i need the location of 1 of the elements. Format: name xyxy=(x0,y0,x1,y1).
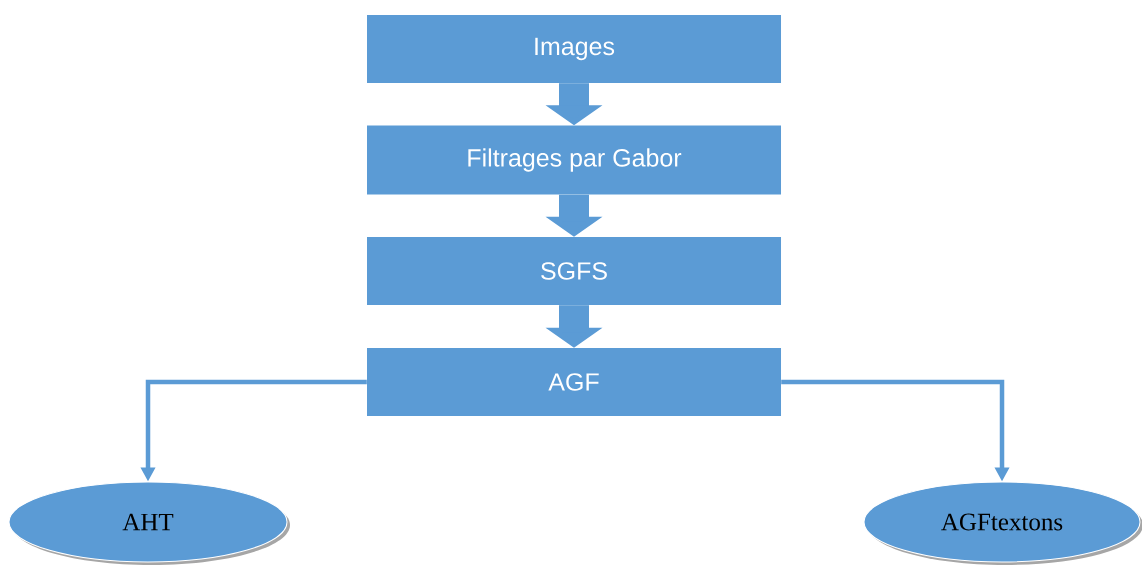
process-box: Images xyxy=(367,15,781,83)
